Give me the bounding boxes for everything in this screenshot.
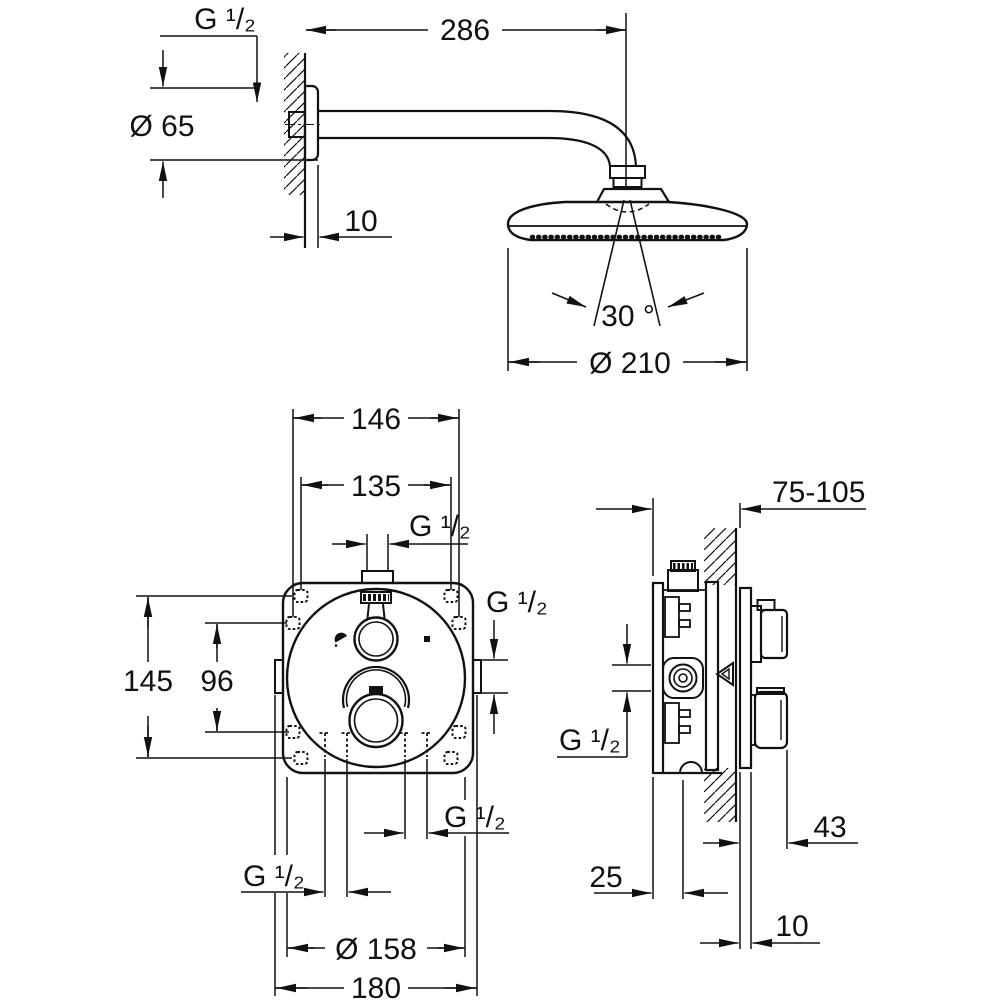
diverter-knob-inner <box>358 621 394 657</box>
ball-joint-hidden-line <box>605 203 650 213</box>
dim-bottom-right-port: G ¹/₂ <box>364 759 509 839</box>
thermostat-marker <box>369 686 383 694</box>
upper-cartridge-tab <box>678 603 691 612</box>
inlet-port <box>673 668 693 688</box>
dim-trim-thickness-label: 10 <box>775 910 808 943</box>
top-port-cap <box>670 560 696 572</box>
dim-hole-spacing-vertical-outer: 145 <box>123 595 292 759</box>
thermostat-scale-arc-inner <box>345 669 407 708</box>
dim-top-port: G ¹/₂ <box>332 510 471 570</box>
shower-spray-icon <box>334 644 338 647</box>
right-side-port <box>472 659 482 694</box>
dim-plate-width: 180 <box>274 695 478 1000</box>
head-cap <box>596 187 670 203</box>
diverter-stem <box>366 603 370 619</box>
dim-hole-spacing-inner-label: 135 <box>351 470 401 503</box>
bottom-ports-hidden <box>319 732 433 757</box>
dim-head-diameter: Ø 210 <box>507 248 748 380</box>
shower-arm-inner <box>318 136 612 167</box>
side-view-rough-in-section: 75-105 G ¹/₂ 43 25 <box>557 476 866 949</box>
dim-box-projection: 25 <box>589 777 728 899</box>
screw-holes <box>285 589 467 765</box>
dim-knob-projection: 43 <box>703 750 858 849</box>
dim-hole-spacing-inner: 135 <box>300 470 452 590</box>
protective-cover-plate <box>704 580 720 772</box>
trim-circle <box>285 587 467 769</box>
dim-hole-spacing-vertical-outer-label: 145 <box>123 665 173 698</box>
dim-trim-diameter: Ø 158 <box>286 777 466 966</box>
thermostat-scale-arc <box>341 665 411 709</box>
front-view-thermostat: 146 135 G ¹/₂ G ¹/₂ <box>123 403 548 1000</box>
dim-side-port: G ¹/₂ <box>482 586 548 734</box>
dim-trim-diameter-label: Ø 158 <box>335 933 417 966</box>
inlet-boss <box>662 657 704 699</box>
dim-knob-projection-label: 43 <box>813 811 846 844</box>
dim-flange-diameter: Ø 65 <box>129 50 318 198</box>
upper-cartridge <box>664 596 680 638</box>
shower-arm-outer <box>318 109 638 167</box>
shower-head-body <box>506 200 749 242</box>
dim-box-projection-label: 25 <box>589 861 622 894</box>
seal-mark <box>715 661 734 687</box>
top-view-shower-arm-and-head: G ¹/₂ 286 Ø 65 10 <box>129 3 749 380</box>
dim-bottom-right-port-label: G ¹/₂ <box>444 801 506 834</box>
top-port-stub <box>361 570 394 584</box>
dim-arm-length: 286 <box>306 13 627 186</box>
dim-flange-diameter-label: Ø 65 <box>129 110 194 143</box>
dim-top-port-label: G ¹/₂ <box>409 510 471 543</box>
dim-hole-spacing-vertical-inner: 96 <box>200 622 289 733</box>
thermostat-knob-cap <box>756 687 785 695</box>
lower-cartridge-tab <box>678 725 691 734</box>
diverter-knob-cap <box>756 599 776 611</box>
dim-swivel-angle: 30 ° <box>551 199 705 333</box>
dim-hole-spacing-outer-label: 146 <box>351 403 401 436</box>
bottom-port-bulge <box>679 761 703 774</box>
dim-flange-depth: 10 <box>270 165 392 248</box>
thermostat-knob <box>348 692 404 749</box>
dim-bottom-left-port-label: G ¹/₂ <box>243 860 305 893</box>
shower-spray-icon <box>334 632 347 643</box>
dim-top-thread-label: G ¹/₂ <box>194 3 256 36</box>
dim-flange-depth-label: 10 <box>344 205 377 238</box>
dim-bottom-left-port: G ¹/₂ <box>241 759 391 897</box>
wall-hatch-lower <box>704 768 736 822</box>
lower-cartridge-tab <box>678 709 691 718</box>
dim-inlet-thread-label: G ¹/₂ <box>559 724 621 757</box>
dim-side-port-label: G ¹/₂ <box>486 586 548 619</box>
dim-install-depth-label: 75-105 <box>772 476 865 509</box>
dim-trim-thickness: 10 <box>700 772 820 949</box>
inlet-port <box>668 663 698 693</box>
inner-top-port <box>360 591 392 604</box>
upper-cartridge-tab <box>678 619 691 628</box>
dim-inlet-thread: G ¹/₂ <box>557 624 651 758</box>
inlet-port <box>678 673 688 683</box>
diverter-stem <box>382 603 386 619</box>
outlet-stop-icon <box>424 636 430 642</box>
thermostat-knob-inner <box>353 698 399 743</box>
seal-mark-inner <box>720 667 730 681</box>
dim-head-diameter-label: Ø 210 <box>589 347 671 380</box>
thermostat-knob-side <box>753 690 789 750</box>
dim-arm-length-label: 286 <box>440 14 490 47</box>
dim-swivel-angle-label: 30 ° <box>601 300 655 333</box>
dim-top-thread: G ¹/₂ <box>160 3 262 102</box>
dim-install-depth: 75-105 <box>596 476 866 576</box>
trim-plate-edge <box>738 586 753 770</box>
lower-cartridge <box>664 702 680 744</box>
left-side-port <box>274 659 284 694</box>
dim-hole-spacing-vertical-inner-label: 96 <box>200 665 233 698</box>
diverter-knob <box>353 616 399 662</box>
dim-hole-spacing-outer: 146 <box>292 403 460 617</box>
wall-hatch-upper <box>704 528 736 585</box>
dim-plate-width-label: 180 <box>351 972 401 1000</box>
arm-connector-collar <box>612 177 643 188</box>
